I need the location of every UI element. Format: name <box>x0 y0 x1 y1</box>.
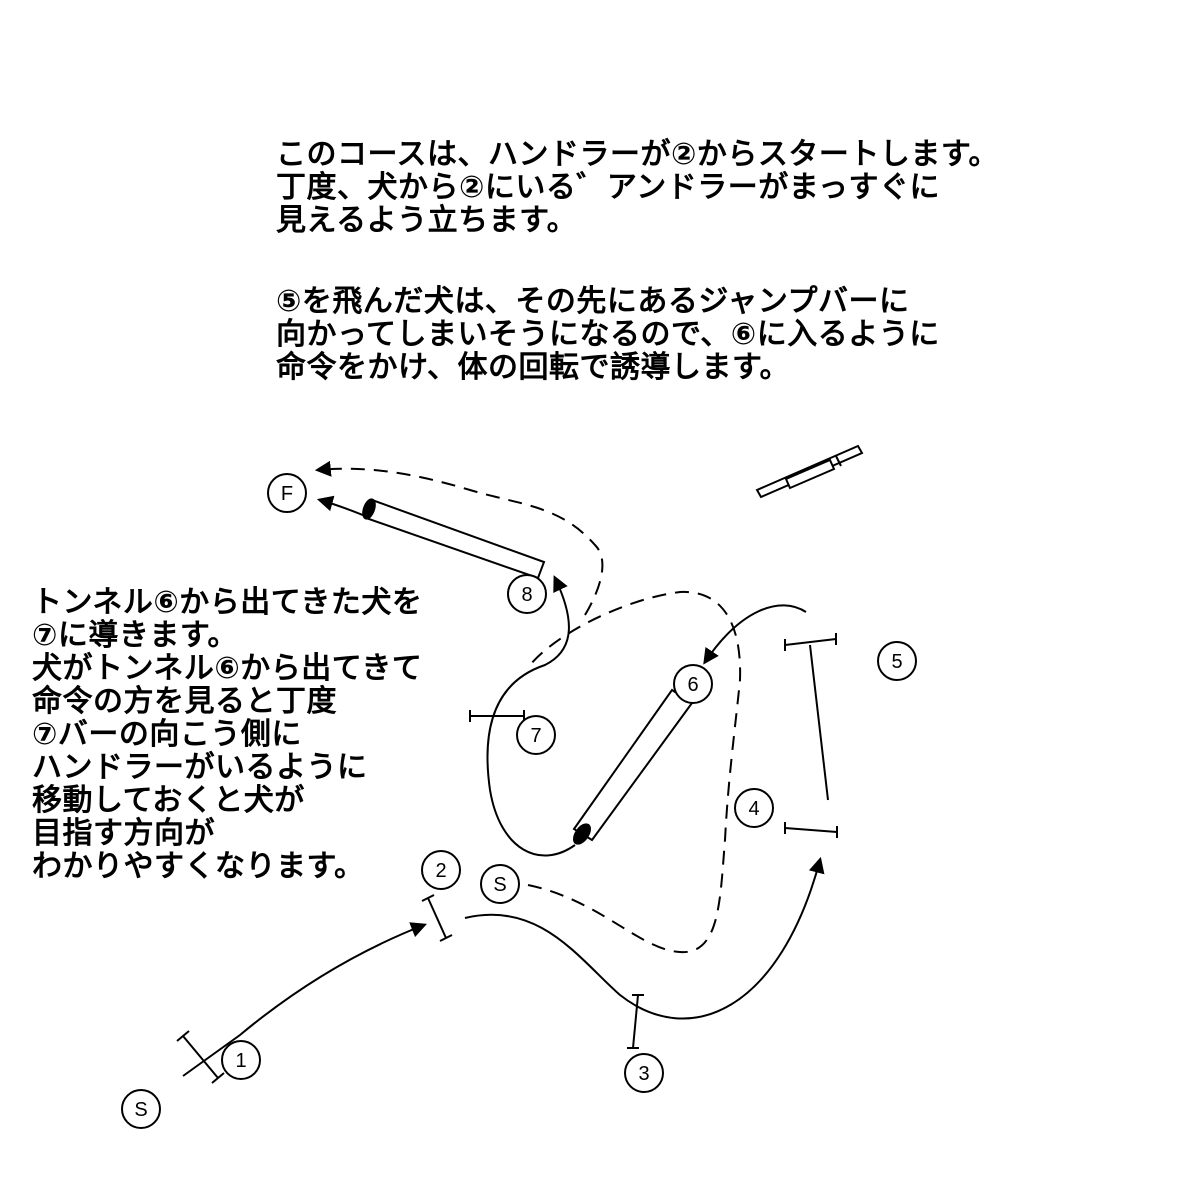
svg-text:3: 3 <box>638 1063 649 1085</box>
instructions-left-line: トンネル⑥から出てきた犬を <box>32 585 423 620</box>
instructions-left-line: ハンドラーがいるように <box>32 750 368 785</box>
marker-6: 6 <box>673 664 713 704</box>
handler-path-start <box>527 590 742 954</box>
jump-5 <box>784 633 837 651</box>
instructions-top-spacer <box>276 237 999 285</box>
instructions-top-line: ⑤を飛んだ犬は、その先にあるジャンプバーに <box>276 284 910 319</box>
instructions-left-line: ⑦バーの向こう側に <box>32 717 302 752</box>
svg-text:6: 6 <box>687 674 698 696</box>
marker-7: 7 <box>516 715 556 755</box>
handler-path-to-finish <box>314 460 604 616</box>
marker-start-dog: S <box>121 1089 161 1129</box>
instructions-left-line: 移動しておくと犬が <box>32 783 305 818</box>
marker-2: 2 <box>421 850 461 890</box>
instructions-left-line: 目指す方向が <box>32 816 215 851</box>
svg-text:2: 2 <box>435 860 446 882</box>
svg-text:8: 8 <box>521 584 532 606</box>
instructions-top-line: 向かってしまいそうになるので、⑥に入るように <box>276 317 940 352</box>
jump-2 <box>421 894 453 942</box>
instructions-left-line: わかりやすくなります。 <box>32 849 365 884</box>
jump-3 <box>627 994 644 1049</box>
dog-path-5-straight <box>809 644 829 801</box>
marker-start-handler: S <box>480 864 520 904</box>
instructions-top-line: 命令をかけ、体の回転で誘導します。 <box>276 350 790 385</box>
tunnel-8 <box>362 498 546 580</box>
dog-path-5-to-6 <box>703 604 807 665</box>
marker-8: 8 <box>507 574 547 614</box>
instructions-top-line: このコースは、ハンドラーが②からスタートします。 <box>276 137 999 172</box>
dog-path-8-to-F <box>316 495 369 518</box>
tunnel-6 <box>572 688 694 845</box>
svg-text:7: 7 <box>530 725 541 747</box>
marker-4: 4 <box>734 788 774 828</box>
marker-finish: F <box>267 473 307 513</box>
instructions-top: このコースは、ハンドラーが②からスタートします。 丁度、犬から②にいる゛アンドラ… <box>276 138 999 384</box>
jump-1 <box>176 1030 225 1084</box>
jump-7 <box>469 710 525 722</box>
svg-text:4: 4 <box>748 798 759 820</box>
svg-text:1: 1 <box>235 1050 246 1072</box>
spare-jump-bar <box>755 444 864 499</box>
instructions-top-line: 丁度、犬から②にいる゛アンドラーがまっすぐに <box>276 170 940 205</box>
dog-path-start-to-2 <box>182 922 427 1077</box>
dog-path-2-to-5 <box>464 856 825 1020</box>
marker-3: 3 <box>624 1053 664 1093</box>
handler-path <box>314 460 742 954</box>
jump-4 <box>784 822 838 838</box>
svg-text:S: S <box>493 874 506 896</box>
instructions-left: トンネル⑥から出てきた犬を ⑦に導きます。 犬がトンネル⑥から出てきて 命令の方… <box>32 586 422 883</box>
svg-text:5: 5 <box>891 651 902 673</box>
svg-text:F: F <box>281 483 293 505</box>
instructions-left-line: 犬がトンネル⑥から出てきて <box>32 651 423 686</box>
svg-text:S: S <box>134 1099 147 1121</box>
instructions-top-line: 見えるよう立ちます。 <box>276 203 578 238</box>
marker-5: 5 <box>877 641 917 681</box>
instructions-left-line: 命令の方を見ると丁度 <box>32 684 337 719</box>
instructions-left-line: ⑦に導きます。 <box>32 618 238 653</box>
dog-path-6-to-8 <box>486 575 576 857</box>
marker-1: 1 <box>221 1040 261 1080</box>
